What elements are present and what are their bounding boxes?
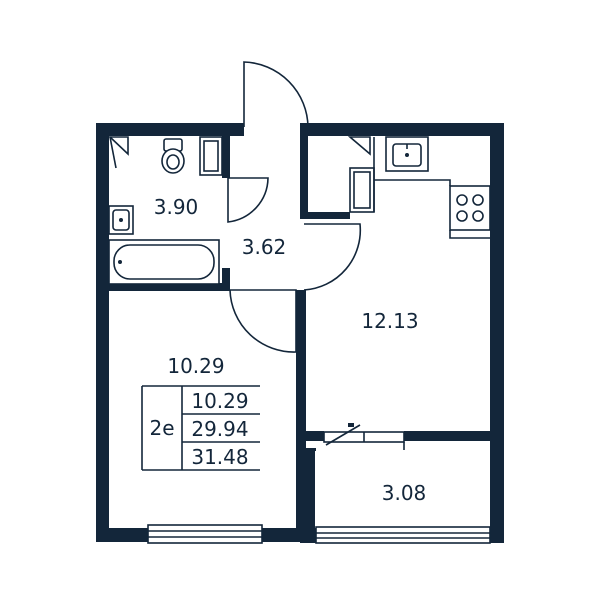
bathroom-sink-icon (108, 205, 134, 235)
hallway-area-label: 3.62 (242, 235, 287, 259)
living-area-value: 10.29 (191, 389, 248, 413)
balcony-door (323, 423, 405, 450)
apartment-type-label: 2e (149, 416, 174, 440)
balcony-area-label: 3.08 (382, 481, 427, 505)
kitchen-door (303, 223, 362, 291)
area-summary-table: 2e 10.29 29.94 31.48 (141, 385, 260, 471)
bathtub-icon (108, 239, 220, 285)
bedroom-door (229, 289, 297, 353)
bathroom-vent-icon (107, 136, 129, 169)
bathroom-area-label: 3.90 (154, 195, 199, 219)
countertop (373, 137, 490, 239)
kitchen-area-label: 12.13 (361, 309, 418, 333)
bedroom-window (147, 524, 263, 544)
kitchen-sink-icon (385, 136, 429, 172)
balcony-window (315, 526, 491, 544)
bathroom-door (227, 177, 269, 223)
toilet-icon (161, 138, 185, 174)
kitchen-vent-icon (347, 136, 371, 156)
bedroom-area-label: 10.29 (167, 354, 224, 378)
fridge-icon (349, 167, 375, 213)
washing-machine-icon (199, 136, 223, 176)
total-area-value: 29.94 (191, 417, 248, 441)
interior-walls (96, 123, 504, 543)
stove-icon (449, 185, 491, 231)
total-with-balcony-value: 31.48 (191, 445, 248, 469)
entrance-door (243, 61, 309, 128)
